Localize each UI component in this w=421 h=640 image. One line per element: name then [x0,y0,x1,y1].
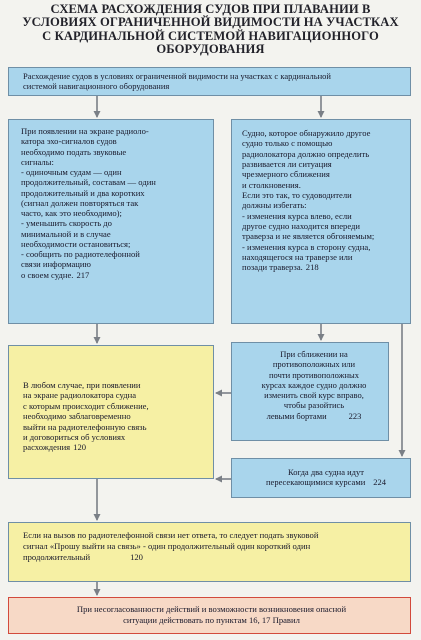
box-line: системой навигационного оборудования [23,81,170,92]
top-box: Расхождение судов в условиях ограниченно… [8,67,411,96]
rule-reference: 223 [348,410,362,421]
box-line: траверза и не является обгоняемым; [242,231,375,242]
box-line: При появлении на экране радиоло- [21,126,149,136]
rule-reference: 217 [76,269,90,280]
crossing-courses-box: Когда два судна идут пересекающимися кур… [231,458,411,498]
box-line: чтобы разойтись [283,400,345,411]
rule-reference: 120 [73,442,87,453]
box-line: с которым происходит сближение, [23,400,149,411]
box-line: должны избегать: [242,200,307,211]
box-line: необходимости остановиться; [21,238,131,249]
box-line: продолжительный, составам — один [21,177,156,188]
box-line-text: расхождения [23,442,71,453]
head-on-meeting-box: При сближении на противоположных или поч… [231,342,389,441]
box-line: сигнал «Прошу выйти на связь» - один про… [23,541,311,552]
title-line: УСЛОВИЯХ ОГРАНИЧЕННОЙ ВИДИМОСТИ НА УЧАСТ… [22,15,399,30]
box-line: ситуации действовать по пунктам 16, 17 П… [123,615,300,626]
box-line: Если это так, то судоводители [242,190,352,201]
box-line: Расхождение судов в условиях ограниченно… [23,71,331,81]
box-line: продолжительный 120 [23,552,400,563]
box-line: находящегося на траверзе или [242,252,353,263]
box-line: развивается ли ситуация [242,159,332,170]
title-line: СХЕМА РАСХОЖДЕНИЯ СУДОВ ПРИ ПЛАВАНИИ В [50,2,371,16]
danger-situation-box: При несогласованности действий и возможн… [8,597,411,634]
box-line: минимальной и в случае [21,228,111,239]
rule-reference: 218 [305,262,319,273]
box-line-text: левыми бортами [266,410,327,421]
box-line: необходимо заблаговременно [23,411,131,422]
box-line: сигналы: [21,156,54,167]
box-line-text: о своем судне. [21,269,74,280]
radio-contact-box: В любом случае, при появлении на экране … [8,345,214,479]
box-line: о своем судне.217 [21,270,208,280]
box-line: При несогласованности действий и возможн… [76,604,347,614]
box-line: часто, как это необходимо); [21,208,122,218]
box-line: При сближении на [280,349,348,359]
box-line: В любом случае, при появлении [23,380,141,390]
radar-echo-box: При появлении на экране радиоло- катора … [8,119,214,324]
no-answer-box: Если на вызов по радиотелефонной связи н… [8,522,411,582]
box-line: - изменения курса влево, если [242,210,352,221]
box-line: продолжительный и два коротких [21,187,145,198]
box-line: выйти на радиотелефонную связь [23,421,147,432]
box-line: катора эхо-сигналов судов [21,136,117,147]
box-line-text: пересекающимися курсами [266,477,366,488]
box-line: на экране радиолокатора судна [23,390,137,401]
page-title: СХЕМА РАСХОЖДЕНИЯ СУДОВ ПРИ ПЛАВАНИИ В У… [6,2,415,57]
box-line: судно только с помощью [242,138,333,149]
radar-only-box: Судно, которое обнаружило другое судно т… [231,119,411,324]
box-line: - одиночным судам — один [21,167,122,177]
box-line: противоположных или [272,359,356,370]
box-line: - уменьшить скорость до [21,218,112,229]
title-line: С КАРДИНАЛЬНОЙ СИСТЕМОЙ НАВИГАЦИОННОГО [42,28,379,43]
title-line: ОБОРУДОВАНИЯ [156,42,265,57]
box-line: - изменения курса в сторону судна, [242,241,371,252]
box-line-text: позади траверза. [242,262,303,273]
box-line: чрезмерного сближения [242,169,330,180]
box-line: (сигнал должен повторяться так [21,197,139,208]
box-line: необходимо подать звуковые [21,146,127,157]
box-line: левыми бортами 223 [246,411,382,421]
box-line: почти противоположных [269,369,359,380]
box-line: Когда два судна идут [288,467,364,477]
box-line: и договориться об условиях [23,432,126,443]
box-line: Если на вызов по радиотелефонной связи н… [23,530,319,540]
box-line: позади траверза.218 [242,262,405,272]
box-line: пересекающимися курсами 224 [248,477,404,487]
box-line: Судно, которое обнаружило другое [242,128,371,138]
box-line: изменить свой курс вправо, [264,390,364,401]
box-line-text: продолжительный [23,552,91,563]
box-line: и столкновения. [242,179,301,190]
rule-reference: 224 [373,477,386,488]
box-line: связи информацию [21,259,91,270]
box-line: - сообщить по радиотелефонной [21,249,140,259]
box-line: радиолокатора должно определить [242,148,370,159]
box-line: другое судно находится впереди [242,221,361,232]
box-line: курсах каждое судно должно [261,379,367,390]
rule-reference: 120 [130,552,143,563]
